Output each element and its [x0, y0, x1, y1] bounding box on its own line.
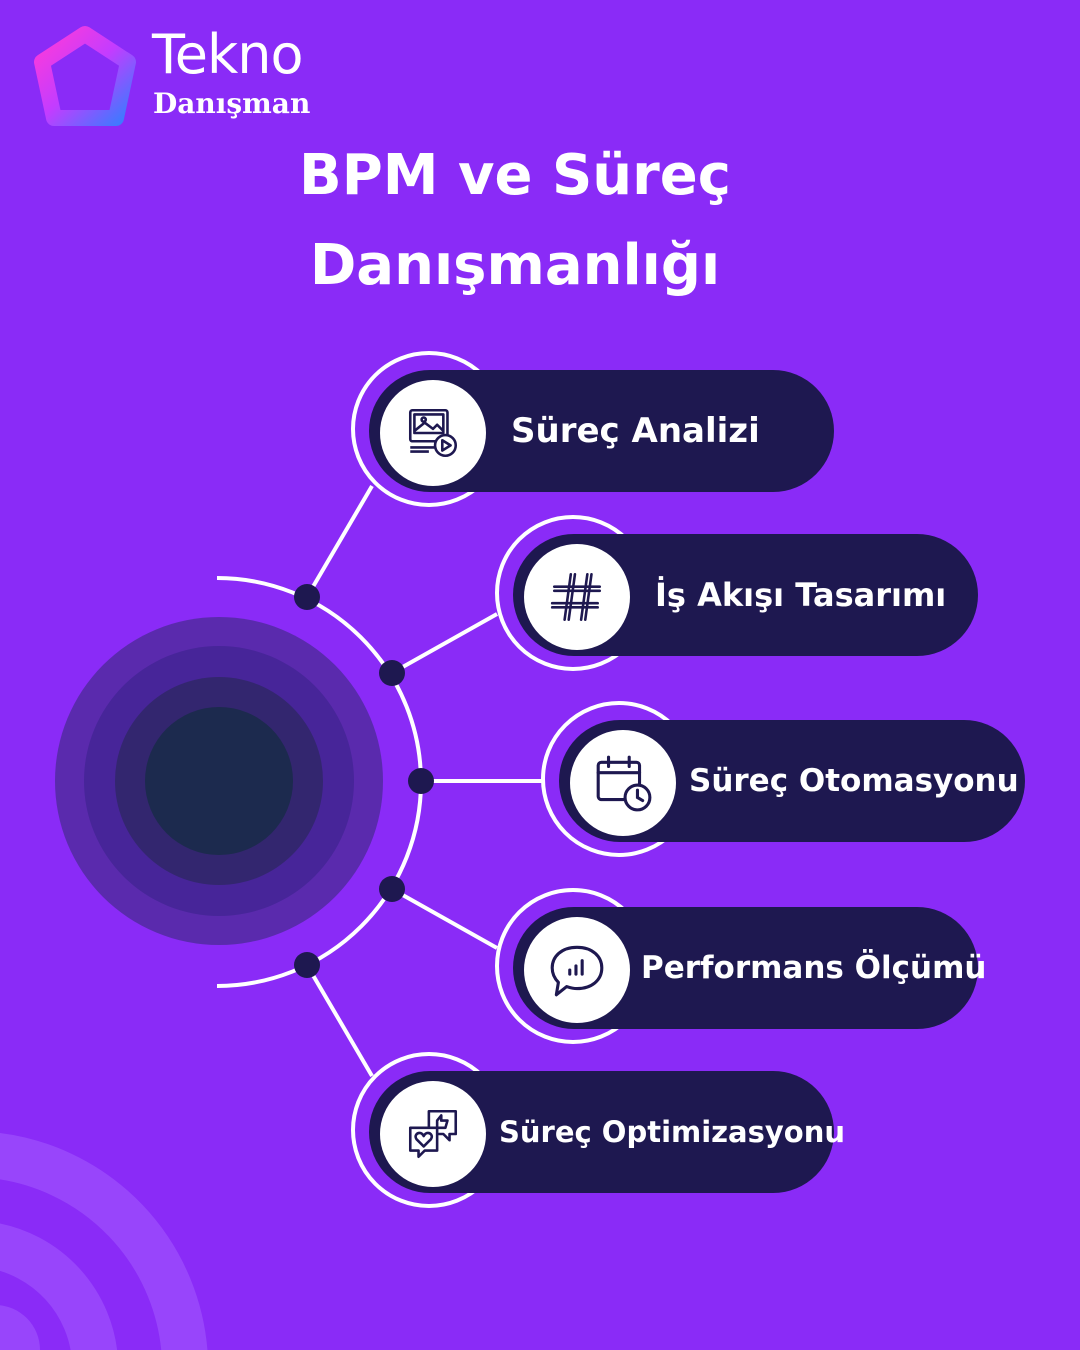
service-icon-disc: [380, 1081, 486, 1187]
brand-name: Tekno: [152, 23, 304, 86]
brand-logo-icon: [34, 26, 136, 126]
service-icon-disc: [570, 730, 676, 836]
service-icon-disc: [380, 380, 486, 486]
calendar-clock-icon: [596, 755, 652, 812]
service-label: Süreç Optimizasyonu: [499, 1115, 845, 1149]
service-label: Performans Ölçümü: [641, 950, 987, 986]
connector-dot: [408, 768, 434, 794]
connector-dot: [294, 952, 320, 978]
video-presentation-icon: [408, 408, 458, 458]
connector-dot: [294, 584, 320, 610]
service-icon-disc: [524, 544, 630, 650]
connector-dot: [379, 876, 405, 902]
service-label: Süreç Analizi: [511, 411, 760, 451]
hashtag-icon: [550, 572, 602, 622]
brand-subtitle: Danışman: [153, 87, 311, 120]
feedback-heart-icon: [408, 1109, 458, 1159]
chat-chart-icon: [550, 945, 604, 997]
service-label: İş Akışı Tasarımı: [655, 576, 947, 614]
service-icon-disc: [524, 917, 630, 1023]
service-label: Süreç Otomasyonu: [689, 763, 1019, 799]
connector-dot: [379, 660, 405, 686]
page-title-line-1: BPM ve Süreç: [299, 143, 731, 208]
page-title-line-2: Danışmanlığı: [309, 233, 721, 298]
hub-circles: [55, 617, 383, 945]
